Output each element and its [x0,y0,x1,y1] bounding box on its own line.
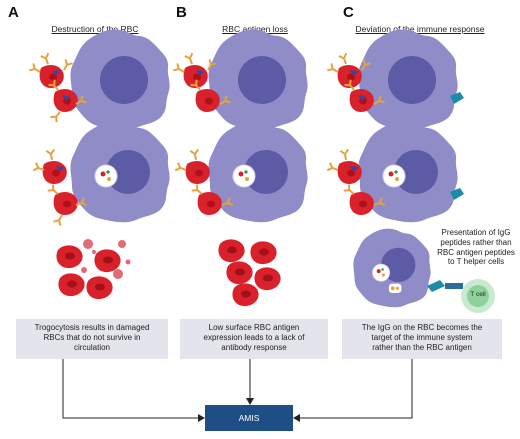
panel-c-row1-macrophage [358,29,464,131]
mhc-tcr-interaction [427,280,463,292]
panel-b-letter: B [176,4,187,21]
caption-line: Trogocytosis results in damaged [34,323,150,332]
panel-c-letter: C [343,4,354,21]
panel-b-intact-rbcs [218,239,281,307]
panel-a-row1-rbcs [28,52,88,124]
caption-line: rather than the RBC antigen [372,342,472,352]
panel-c-row3-macrophage [353,228,431,308]
presentation-note: Presentation of IgG peptides rather than… [430,228,520,267]
panel-a-title: Destruction of the RBC [51,24,139,34]
outcome-label: AMIS [238,413,260,423]
caption-line: Low surface RBC antigen [208,323,300,332]
presentation-note-line: to T helper cells [447,257,505,267]
panel-a-row2-rbcs [32,148,88,227]
panel-b-row1-macrophage [208,29,308,131]
panel-c-caption: The IgG on the RBC becomes the target of… [342,319,502,359]
presentation-note-line: peptides rather than [440,237,512,247]
arrow-heads [198,398,300,422]
panel-c-row1-rbcs [326,52,386,112]
panel-b-row2-macrophage [208,121,308,223]
t-cell [461,279,495,313]
panel-b-row1-rbcs [172,52,232,112]
panel-a-damaged-rbcs [56,239,131,300]
panel-b-title: RBC antigen loss [222,24,288,34]
panel-b-caption: Low surface RBC antigen expression leads… [180,319,328,359]
caption-line: antibody response [221,342,287,352]
caption-line: The IgG on the RBC becomes the [361,323,483,332]
t-cell-label: T cell [470,291,486,298]
panel-c-title: Deviation of the immune response [355,24,485,34]
panel-c-row2-rbcs [326,148,386,215]
presentation-note-line: RBC antigen peptides [437,247,515,257]
presentation-note-line: Presentation of IgG [441,228,511,237]
caption-line: expression leads to a lack of [203,332,305,342]
caption-line: target of the immune system [371,332,473,342]
panel-a-caption: Trogocytosis results in damaged RBCs tha… [16,319,168,359]
panel-a-row2-macrophage [70,121,170,223]
panel-a-letter: A [8,4,19,21]
connector-arrows [62,359,413,419]
outcome-box: AMIS [205,405,293,431]
panel-a-row1-macrophage [70,29,170,131]
caption-line: RBCs that do not survive in [43,332,141,342]
caption-line: circulation [73,342,110,352]
panel-c-row2-macrophage [358,121,464,223]
